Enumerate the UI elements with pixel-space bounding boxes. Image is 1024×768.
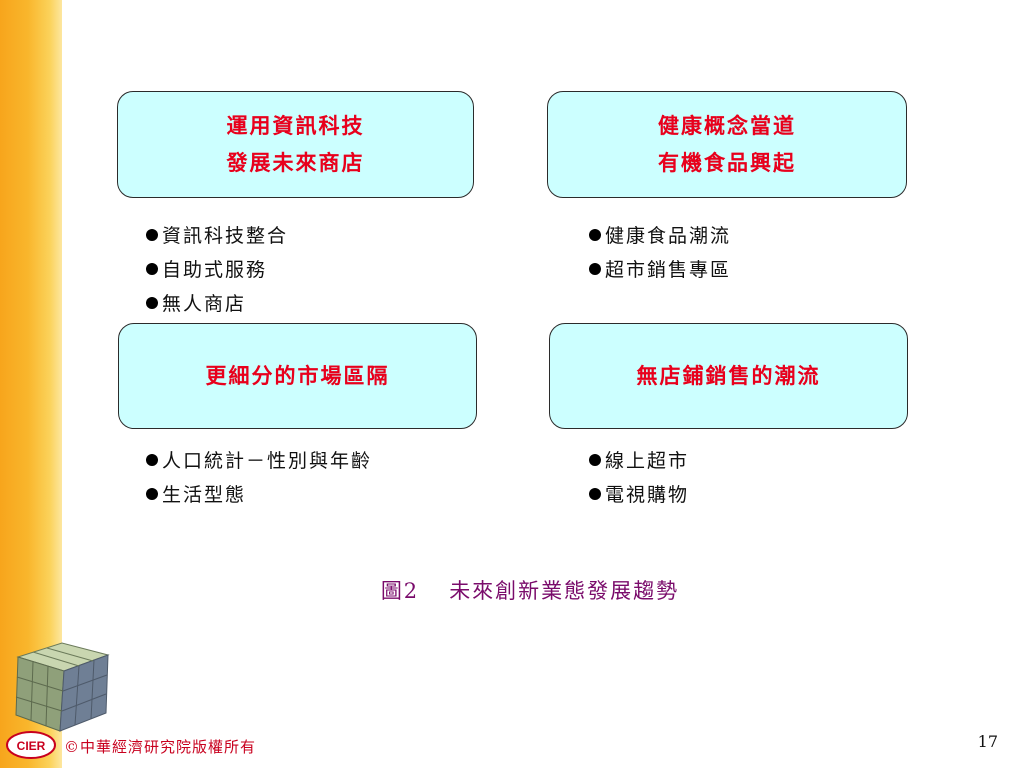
bullet-list-technology: 資訊科技整合 自助式服務 無人商店 [146,219,288,321]
list-item-text: 資訊科技整合 [162,225,289,247]
list-item: 生活型態 [146,478,372,512]
list-item-text: 無人商店 [162,293,247,315]
trend-box-nonstore: 無店鋪銷售的潮流 [549,323,908,429]
bullet-list-segmentation: 人口統計－性別與年齡 生活型態 [146,444,372,512]
list-item: 資訊科技整合 [146,219,288,253]
list-item: 無人商店 [146,287,288,321]
rubiks-cube-icon [15,642,110,732]
figure-number: 圖2 [380,579,420,603]
list-item: 人口統計－性別與年齡 [146,444,372,478]
bullet-list-nonstore: 線上超市 電視購物 [589,444,689,512]
bullet-icon [146,229,158,241]
trend-box-nonstore-label: 無店鋪銷售的潮流 [636,362,821,388]
bullet-icon [146,488,158,500]
bullet-icon [589,229,601,241]
list-item-text: 自助式服務 [162,259,268,281]
list-item: 自助式服務 [146,253,288,287]
trend-box-technology-line2: 發展未來商店 [226,149,365,175]
trend-box-technology: 運用資訊科技 發展未來商店 [117,91,474,198]
footer-copyright: ©中華經濟研究院版權所有 [64,738,257,756]
bullet-icon [589,454,601,466]
trend-box-technology-line1: 運用資訊科技 [226,112,365,138]
trend-box-health-line2: 有機食品興起 [658,149,796,175]
list-item: 電視購物 [589,478,689,512]
trend-box-segmentation-label: 更細分的市場區隔 [205,362,390,388]
list-item: 超市銷售專區 [589,253,731,287]
bullet-icon [146,263,158,275]
trend-box-health-line1: 健康概念當道 [658,112,796,138]
figure-title: 未來創新業態發展趨勢 [449,579,680,603]
trend-box-segmentation: 更細分的市場區隔 [118,323,477,429]
list-item-text: 人口統計－性別與年齡 [162,450,373,472]
cier-logo-icon: CIER [6,731,56,759]
page-number: 17 [977,732,998,751]
bullet-icon [146,297,158,309]
list-item-text: 健康食品潮流 [605,225,732,247]
bullet-icon [589,488,601,500]
list-item: 健康食品潮流 [589,219,731,253]
bullet-icon [146,454,158,466]
trend-box-health: 健康概念當道 有機食品興起 [547,91,907,198]
figure-caption: 圖2 未來創新業態發展趨勢 [300,575,760,605]
cier-logo-text: CIER [17,739,46,753]
bullet-icon [589,263,601,275]
list-item-text: 線上超市 [605,450,690,472]
left-decorative-bar [0,0,62,768]
list-item-text: 生活型態 [162,484,247,506]
list-item-text: 超市銷售專區 [605,259,732,281]
bullet-list-health: 健康食品潮流 超市銷售專區 [589,219,731,287]
list-item-text: 電視購物 [605,484,690,506]
list-item: 線上超市 [589,444,689,478]
